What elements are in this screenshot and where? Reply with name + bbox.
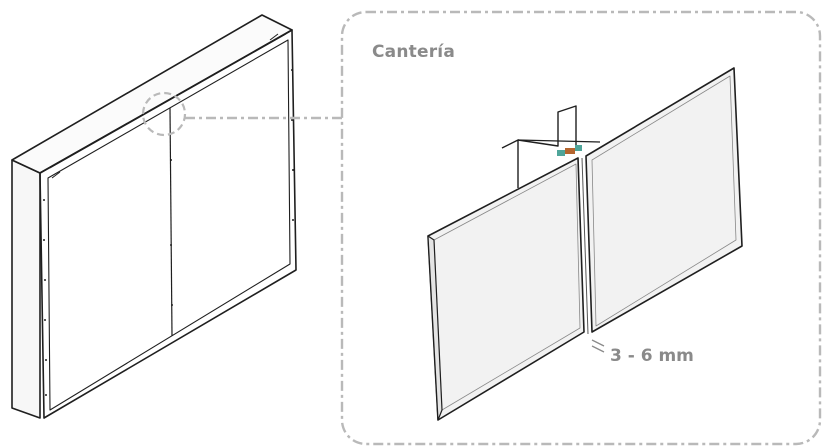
cabinet-front-panels: [47, 39, 291, 411]
detail-frame: [340, 10, 822, 446]
detail-right-panel: [585, 67, 743, 333]
detail-bracket-rail: [517, 139, 601, 143]
cabinet-front-frame: [39, 29, 297, 419]
detail-bracket-left: [501, 139, 519, 188]
cabinet-panel-joint: [169, 107, 173, 337]
detail-left-panel-edge: [427, 235, 443, 421]
detail-left-panel: [427, 157, 585, 421]
gap-dimension-label: 3 - 6 mm: [610, 346, 694, 366]
cabinet-rail-clip: [269, 33, 279, 41]
cabinet-side-screws: [43, 69, 294, 396]
detail-right-panel-inner: [591, 75, 737, 327]
cabinet-top-face: [11, 14, 293, 174]
cabinet-rail-clip-2: [51, 171, 61, 179]
detail-callout-circle: [141, 91, 187, 137]
cabinet-side-face: [11, 159, 41, 419]
detail-title: Cantería: [372, 42, 455, 62]
detail-joint-clip: [557, 145, 582, 156]
gap-dimension-marker: [591, 339, 605, 353]
detail-panels: [427, 67, 743, 421]
detail-bracket-top: [517, 105, 577, 150]
detail-panel-gap: [581, 157, 589, 335]
overview-cabinet: [11, 14, 297, 419]
cabinet-top-rail: [49, 33, 287, 169]
